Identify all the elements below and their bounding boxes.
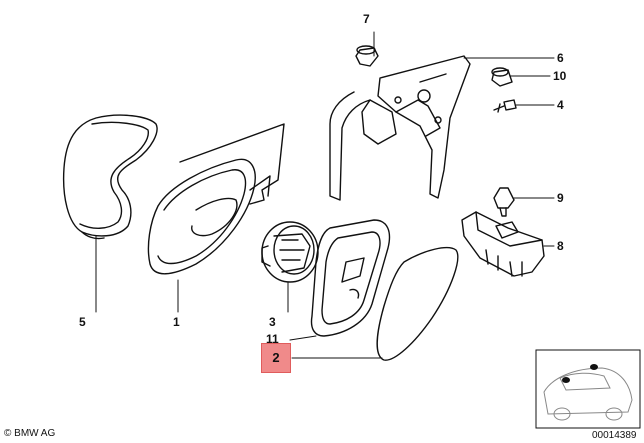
callout-4: 4 — [557, 98, 564, 112]
mirror-motor-part-3 — [261, 221, 319, 283]
callout-10: 10 — [553, 69, 567, 83]
callout-7: 7 — [363, 12, 370, 26]
callout-9: 9 — [557, 191, 564, 205]
screw-part-4 — [493, 99, 517, 113]
mirror-cap-part-5 — [62, 114, 158, 240]
mirror-glass-part-2 — [376, 246, 459, 361]
clip-part-9 — [493, 187, 515, 217]
bumper-part-10 — [491, 67, 513, 87]
car-location-thumbnail — [535, 349, 641, 429]
callout-5: 5 — [79, 315, 86, 329]
callout-2-highlighted[interactable]: 2 — [261, 343, 291, 373]
plug-part-7 — [355, 45, 379, 67]
mirror-base-part-6 — [329, 55, 471, 201]
callout-1: 1 — [173, 315, 180, 329]
mirror-housing-part-1 — [147, 123, 285, 275]
copyright-label: © BMW AG — [4, 428, 56, 439]
connector-part-8 — [461, 211, 545, 277]
callout-11: 11 — [266, 332, 279, 346]
glass-carrier-part-11 — [310, 219, 391, 337]
leader-lines — [95, 31, 555, 359]
callout-6: 6 — [557, 51, 564, 65]
callout-3: 3 — [269, 315, 276, 329]
diagram-number: 00014389 — [592, 430, 637, 441]
callout-8: 8 — [557, 239, 564, 253]
